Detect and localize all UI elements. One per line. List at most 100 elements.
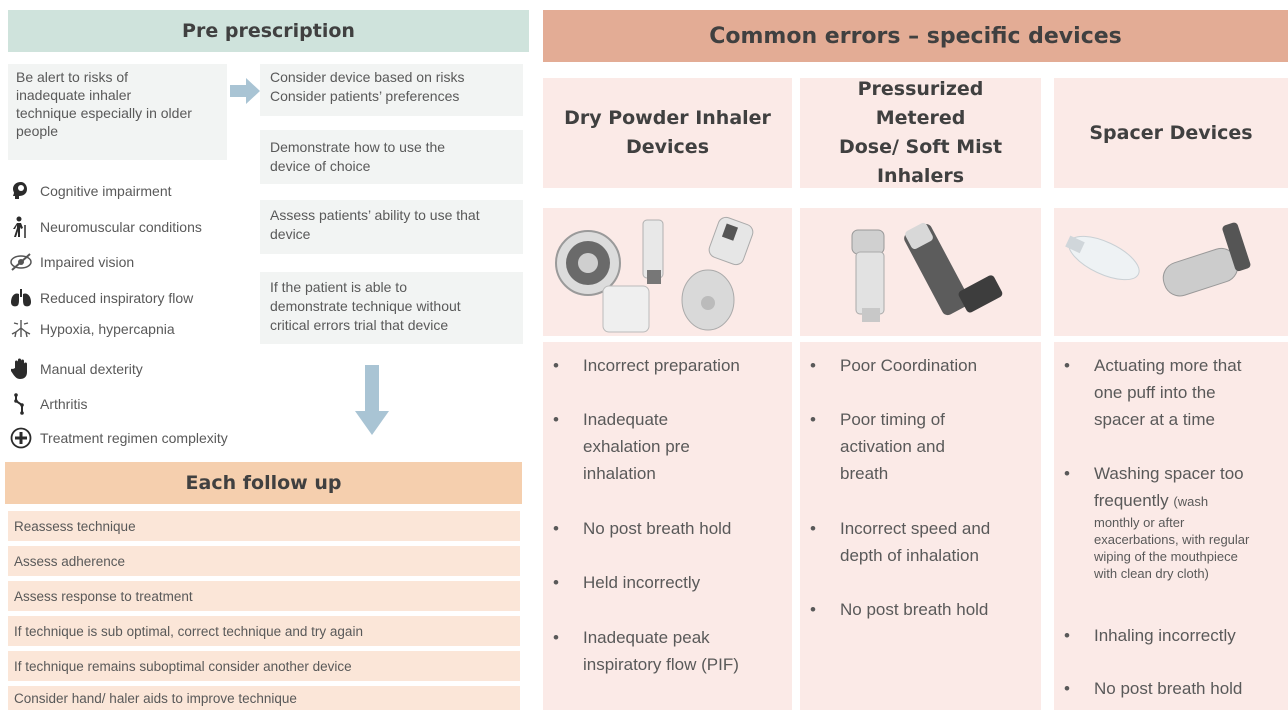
error-note-line: monthly or after: [1094, 515, 1185, 530]
arrow-right-icon: [230, 78, 260, 104]
error-line: activation and: [840, 437, 945, 456]
error-line-text: frequently: [1094, 491, 1169, 510]
error-line: inspiratory flow (PIF): [583, 655, 739, 674]
follow-up-item: Assess adherence: [8, 546, 520, 576]
each-follow-up-header: Each follow up: [5, 462, 522, 504]
risk-label: Impaired vision: [40, 254, 135, 270]
risk-item: Cognitive impairment: [8, 178, 172, 204]
bronchi-icon: [8, 316, 34, 342]
error-line: frequently (wash: [1094, 487, 1288, 514]
metered-dose-inhalers-image: [800, 208, 1041, 336]
error-note-line: exacerbations, with regular: [1094, 532, 1250, 547]
error-text: Washing spacer too frequently (wash mont…: [1094, 460, 1288, 582]
arrow-down-icon: [355, 365, 389, 435]
risk-label: Neuromuscular conditions: [40, 219, 202, 235]
error-line: Washing spacer too: [1094, 464, 1244, 483]
risk-label: Arthritis: [40, 396, 88, 412]
bullet-icon: •: [810, 600, 816, 619]
step-demonstrate-device: Demonstrate how to use the device of cho…: [260, 130, 523, 184]
dry-powder-errors-list: • Incorrect preparation • Inadequate exh…: [543, 342, 792, 710]
error-text: Incorrect preparation: [583, 356, 740, 375]
step-assess-ability: Assess patients’ ability to use that dev…: [260, 200, 523, 254]
bullet-icon: •: [1064, 464, 1070, 483]
error-text: No post breath hold: [583, 519, 732, 538]
bullet-icon: •: [1064, 679, 1070, 698]
bullet-icon: •: [553, 573, 559, 592]
joint-icon: [8, 391, 34, 417]
step-line: Consider device based on risks: [270, 69, 465, 85]
error-line: breath: [840, 464, 889, 483]
error-text: No post breath hold: [840, 600, 989, 619]
error-line: spacer at a time: [1094, 410, 1215, 429]
error-text: No post breath hold: [1094, 679, 1243, 698]
alert-line: technique especially in older: [16, 105, 192, 121]
step-line: device of choice: [270, 158, 371, 174]
risk-item: Impaired vision: [8, 249, 134, 275]
step-line: Consider patients’ preferences: [270, 88, 460, 104]
step-line: device: [270, 226, 311, 242]
risk-item: Arthritis: [8, 391, 87, 417]
device-title-line: Dose/ Soft Mist: [838, 136, 1003, 158]
error-line: Actuating more that: [1094, 356, 1242, 375]
step-line: Demonstrate how to use the: [270, 139, 446, 155]
bullet-icon: •: [553, 519, 559, 538]
error-line: one puff into the: [1094, 383, 1216, 402]
device-title-line: Spacer Devices: [1089, 121, 1253, 144]
risk-label: Hypoxia, hypercapnia: [40, 321, 175, 337]
error-item: • Washing spacer too frequently (wash mo…: [1064, 460, 1288, 600]
device-title-line: Dry Powder Inhaler: [564, 107, 771, 129]
risk-item: Manual dexterity: [8, 356, 143, 382]
device-title-line: Pressurized Metered: [857, 78, 984, 129]
bullet-icon: •: [553, 410, 559, 429]
bullet-icon: •: [1064, 626, 1070, 645]
error-line: Incorrect speed and: [840, 519, 991, 538]
bullet-icon: •: [553, 356, 559, 375]
hand-icon: [8, 356, 34, 382]
alert-line: Be alert to risks of: [16, 69, 129, 85]
follow-up-item: Consider hand/ haler aids to improve tec…: [8, 686, 520, 710]
error-text: Incorrect speed and depth of inhalation: [840, 515, 990, 569]
pre-prescription-header: Pre prescription: [8, 10, 529, 52]
risk-item: Neuromuscular conditions: [8, 214, 202, 240]
error-note: (wash: [1173, 494, 1209, 509]
risk-label: Manual dexterity: [40, 361, 143, 377]
device-title-dry-powder: Dry Powder Inhaler Devices: [543, 78, 792, 188]
metered-dose-errors-list: • Poor Coordination • Poor timing of act…: [800, 342, 1041, 710]
risk-item: Hypoxia, hypercapnia: [8, 316, 175, 342]
error-text: Poor Coordination: [840, 356, 978, 375]
risk-item: Treatment regimen complexity: [8, 425, 228, 451]
alert-line: people: [16, 123, 59, 139]
walking-cane-icon: [8, 214, 34, 240]
error-line: depth of inhalation: [840, 546, 979, 565]
error-note-line: with clean dry cloth): [1094, 566, 1209, 581]
device-title-line: Inhalers: [876, 165, 965, 187]
eye-slash-icon: [8, 249, 34, 275]
error-line: inhalation: [583, 464, 656, 483]
brain-head-icon: [8, 178, 34, 204]
bullet-icon: •: [810, 410, 816, 429]
follow-up-item: Reassess technique: [8, 511, 520, 541]
alert-line: inadequate inhaler: [16, 87, 132, 103]
device-title-spacer: Spacer Devices: [1054, 78, 1288, 188]
error-text: Inhaling incorrectly: [1094, 626, 1236, 645]
error-item: • Poor timing of activation and breath: [810, 406, 1038, 488]
error-item: • Actuating more that one puff into the …: [1064, 352, 1288, 434]
follow-up-item: If technique is sub optimal, correct tec…: [8, 616, 520, 646]
step-consider-device: Consider device based on risks Consider …: [260, 64, 523, 116]
follow-up-item: Assess response to treatment: [8, 581, 520, 611]
risk-item: Reduced inspiratory flow: [8, 285, 193, 311]
alert-risks-box: Be alert to risks of inadequate inhaler …: [8, 64, 227, 160]
step-line: Assess patients’ ability to use that: [270, 207, 480, 223]
error-item: • Incorrect speed and depth of inhalatio…: [810, 515, 1038, 569]
step-line: If the patient is able to: [270, 279, 407, 295]
error-text: Actuating more that one puff into the sp…: [1094, 352, 1241, 433]
error-text: Inadequate exhalation pre inhalation: [583, 406, 690, 487]
error-line: Inadequate peak: [583, 628, 710, 647]
error-text: Inadequate peak inspiratory flow (PIF): [583, 624, 739, 678]
dry-powder-inhalers-image: [543, 208, 792, 336]
common-errors-header: Common errors – specific devices: [543, 10, 1288, 62]
risk-label: Reduced inspiratory flow: [40, 290, 194, 306]
risk-label: Treatment regimen complexity: [40, 430, 228, 446]
spacer-devices-image: [1054, 208, 1288, 336]
error-line: Poor timing of: [840, 410, 945, 429]
